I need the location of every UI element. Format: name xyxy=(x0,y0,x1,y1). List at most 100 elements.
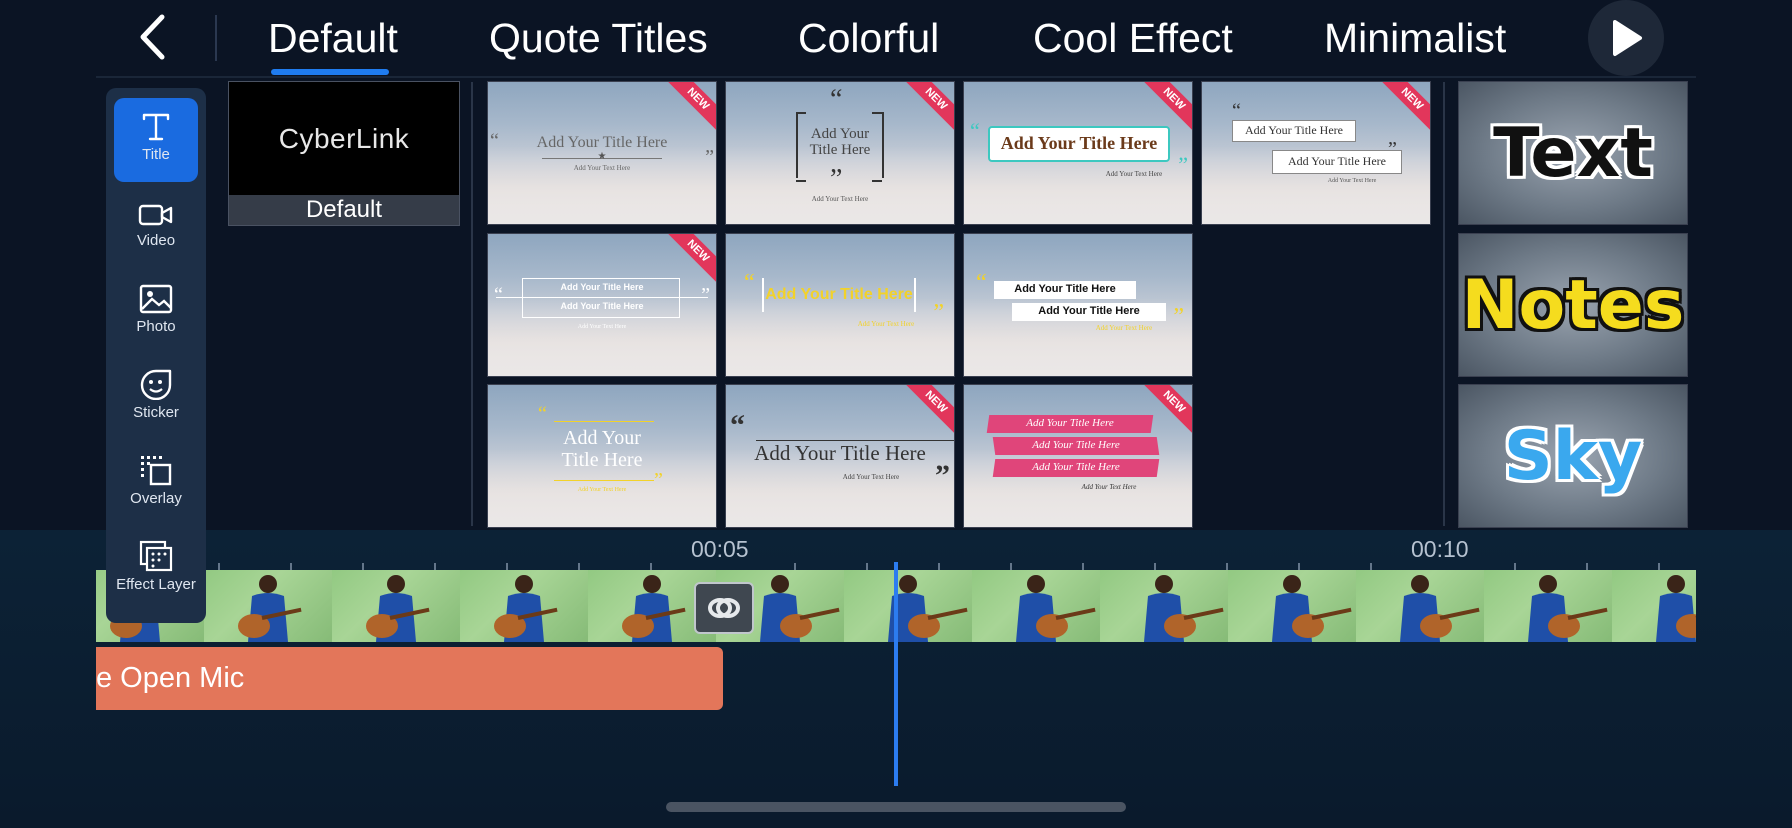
cyberlink-logo: CyberLink xyxy=(278,122,410,154)
template-title: Add Your Title Here xyxy=(560,282,644,292)
template-title-2: Add Your Title Here xyxy=(1038,305,1140,317)
sidebar-item-label: Title xyxy=(142,146,170,163)
new-badge: NEW xyxy=(663,82,716,134)
horizontal-scrollbar[interactable] xyxy=(666,802,1126,812)
top-bar xyxy=(0,0,1792,76)
title-template-7[interactable]: “ Add Your Title Here Add Your Title Her… xyxy=(963,233,1193,377)
video-frame-thumbnail xyxy=(1228,570,1357,642)
sidebar-item-sticker[interactable]: Sticker xyxy=(114,356,198,440)
title-template-2[interactable]: NEW “ Add Your Title Here ” Add Your Tex… xyxy=(725,81,955,225)
quote-close-icon: ” xyxy=(1173,304,1184,330)
template-title-line2: Title Here xyxy=(809,142,871,158)
photo-icon xyxy=(139,270,173,314)
video-frame-thumbnail xyxy=(460,570,589,642)
title-template-4[interactable]: NEW “ Add Your Title Here Add Your Title… xyxy=(1201,81,1431,225)
tab-default[interactable]: Default xyxy=(268,15,398,61)
template-rule xyxy=(542,158,662,159)
timeline-tick xyxy=(1586,563,1588,572)
template-background xyxy=(488,448,716,527)
back-button[interactable] xyxy=(130,12,174,62)
tab-cool-effect[interactable]: Cool Effect xyxy=(1033,15,1233,61)
tab-quote-titles[interactable]: Quote Titles xyxy=(489,15,708,61)
text-t-icon xyxy=(141,98,171,142)
timeline-tick xyxy=(1658,563,1660,572)
title-clip[interactable]: e Open Mic xyxy=(96,647,723,710)
video-frame-thumbnail xyxy=(1484,570,1613,642)
text-style-notes[interactable]: Notes xyxy=(1458,233,1688,377)
bottom-rule xyxy=(554,480,654,481)
guitarist-thumbnail xyxy=(494,575,558,642)
template-title: Add Your Title Here xyxy=(765,286,913,303)
sticker-icon xyxy=(139,356,173,400)
tab-minimalist[interactable]: Minimalist xyxy=(1324,15,1507,61)
bracket-left xyxy=(796,112,806,182)
quote-close-icon: ” xyxy=(654,469,663,491)
tab-colorful[interactable]: Colorful xyxy=(798,15,940,61)
title-box-2 xyxy=(1272,150,1402,174)
guitarist-thumbnail xyxy=(238,575,302,642)
timeline-tick xyxy=(866,563,868,572)
default-template-card[interactable]: CyberLink Default xyxy=(228,81,460,226)
timecode-5s: 00:05 xyxy=(691,536,749,562)
sidebar-item-video[interactable]: Video xyxy=(114,184,198,268)
title-frame xyxy=(522,278,680,318)
title-box xyxy=(988,126,1170,162)
panel-divider-left xyxy=(471,82,473,526)
title-template-3[interactable]: NEW “ Add Your Title Here Add Your Text … xyxy=(963,81,1193,225)
sidebar-item-overlay[interactable]: Overlay xyxy=(114,442,198,526)
sidebar-item-label: Sticker xyxy=(133,404,179,421)
text-style-sky[interactable]: Sky xyxy=(1458,384,1688,528)
sidebar-item-title[interactable]: Title xyxy=(114,98,198,182)
sidebar-item-label: Overlay xyxy=(130,490,182,507)
guitarist-thumbnail xyxy=(1144,575,1224,642)
timeline-tick xyxy=(362,563,364,572)
text-style-text[interactable]: Text xyxy=(1458,81,1688,225)
template-title: Add Your Title Here xyxy=(1014,283,1116,295)
quote-close-icon: ” xyxy=(830,164,843,195)
panel-divider-right xyxy=(1443,82,1445,526)
template-subtitle: Add Your Text Here xyxy=(577,487,627,493)
bracket-right xyxy=(872,112,882,182)
video-track[interactable] xyxy=(96,570,1696,642)
playhead[interactable] xyxy=(894,562,898,786)
template-subtitle: Add Your Text Here xyxy=(1105,170,1163,178)
title-template-5[interactable]: NEW “ Add Your Title Here Add Your Title… xyxy=(487,233,717,377)
template-title-2: Add Your Title Here xyxy=(560,301,644,311)
title-template-10[interactable]: NEW Add Your Title Here Add Your Title H… xyxy=(963,384,1193,528)
quote-open-icon: “ xyxy=(744,270,755,296)
sidebar-item-effect-layer[interactable]: Effect Layer xyxy=(114,528,198,612)
video-frame-thumbnail xyxy=(1356,570,1485,642)
video-frame-thumbnail xyxy=(844,570,973,642)
title-template-6[interactable]: “ Add Your Title Here Add Your Text Here… xyxy=(725,233,955,377)
sidebar-item-photo[interactable]: Photo xyxy=(114,270,198,354)
play-button[interactable] xyxy=(1588,0,1664,76)
timeline-tick xyxy=(1226,563,1228,572)
quote-open-icon: “ xyxy=(830,84,843,115)
timeline-tick xyxy=(1370,563,1372,572)
quote-close-icon: ” xyxy=(701,284,710,306)
timeline-tick xyxy=(938,563,940,572)
title-template-9[interactable]: NEW “ Add Your Title Here Add Your Text … xyxy=(725,384,955,528)
quote-open-icon: “ xyxy=(538,403,547,425)
title-bar-right xyxy=(914,278,916,312)
transition-button[interactable] xyxy=(694,582,754,634)
template-background xyxy=(726,145,954,224)
guitarist-thumbnail xyxy=(1272,575,1352,642)
title-template-8[interactable]: “ Add Your Title Here ” Add Your Text He… xyxy=(487,384,717,528)
template-subtitle: Add Your Text Here xyxy=(577,324,627,330)
template-background xyxy=(488,297,716,376)
template-title-3: Add Your Title Here xyxy=(1032,461,1120,473)
timeline-tick xyxy=(794,563,796,572)
timeline-tick xyxy=(1082,563,1084,572)
quote-open-icon: “ xyxy=(970,118,980,143)
title-rule xyxy=(496,297,708,298)
timeline-tick xyxy=(1298,563,1300,572)
title-template-1[interactable]: NEW “ Add Your Title Here ★ Add Your Tex… xyxy=(487,81,717,225)
guitarist-thumbnail xyxy=(1016,575,1096,642)
quote-open-icon: “ xyxy=(976,270,987,296)
template-subtitle: Add Your Text Here xyxy=(1327,178,1377,184)
top-divider xyxy=(215,15,217,61)
video-frame-thumbnail xyxy=(1100,570,1229,642)
guitarist-thumbnail xyxy=(622,575,686,642)
template-subtitle: Add Your Text Here xyxy=(811,195,869,203)
